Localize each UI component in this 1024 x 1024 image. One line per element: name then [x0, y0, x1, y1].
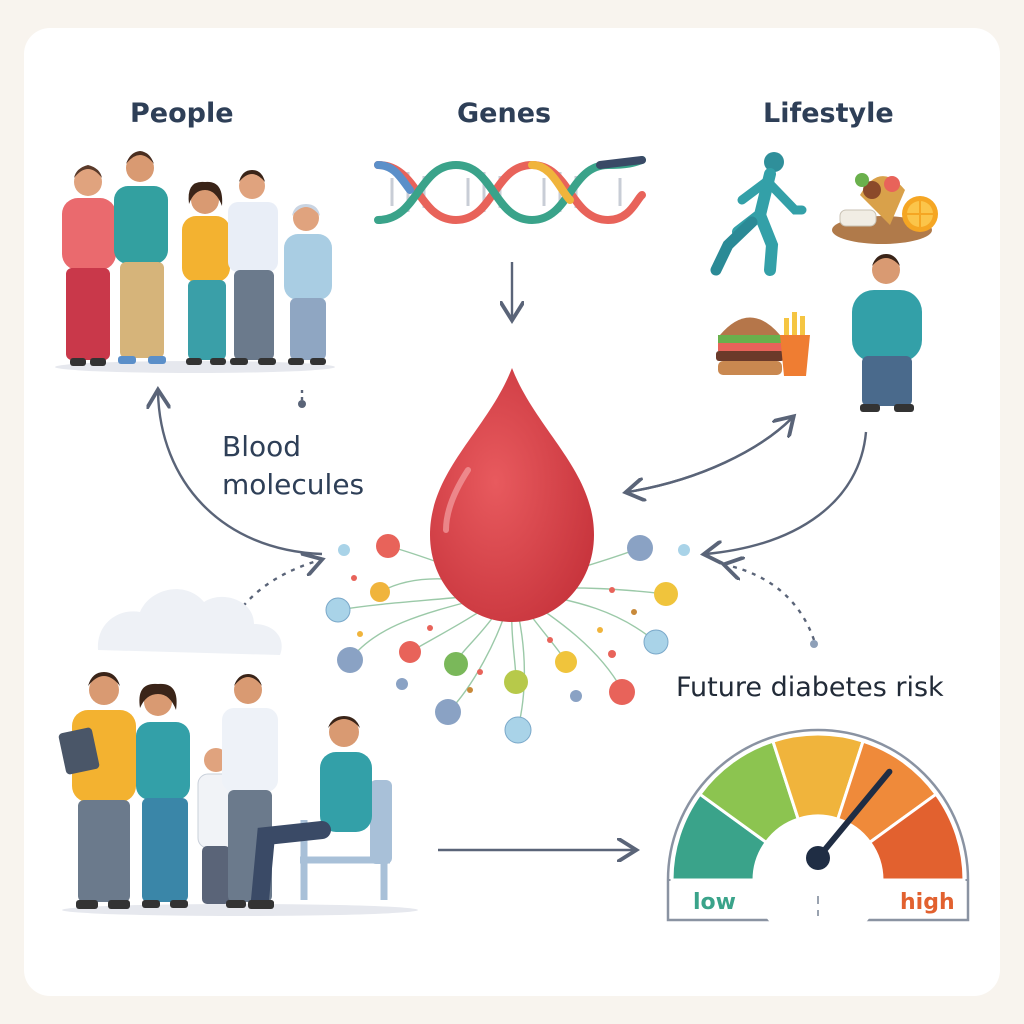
blood-drop-icon: [430, 368, 594, 622]
gauge-needle: [815, 768, 893, 861]
genes-label: Genes: [457, 98, 552, 129]
fries-icon: [780, 312, 810, 376]
cloud-icon: [97, 589, 282, 655]
person-figure: [62, 165, 116, 366]
person-figure: [114, 151, 168, 364]
person-figure: [228, 170, 278, 365]
people-group-icon: [55, 151, 335, 373]
person-figure: [284, 204, 332, 365]
people-label: People: [130, 98, 234, 129]
clinic-group-icon: [58, 672, 418, 916]
arrow-lifestyle-to-molecules: [706, 431, 868, 554]
connector-arrows: [158, 262, 868, 850]
arrow-risk-to-molecules: [726, 565, 816, 641]
arrow-lifestyle-two-way: [627, 418, 792, 494]
healthy-food-icon: [832, 173, 938, 244]
blood-label-line1: Blood: [222, 430, 302, 463]
runner-icon: [710, 152, 807, 276]
gauge-low-label: low: [693, 890, 736, 915]
gauge-high-label: high: [900, 890, 955, 915]
arrow-clinic-to-molecules: [220, 560, 320, 641]
lifestyle-label: Lifestyle: [763, 98, 894, 129]
arrow-blood-to-people: [158, 392, 323, 556]
blood-label-line2: molecules: [222, 468, 365, 501]
burger-icon: [716, 317, 784, 375]
person-icon: [852, 254, 922, 412]
blood-molecules-label: Blood molecules: [222, 428, 364, 504]
diabetes-risk-label: Future diabetes risk: [676, 672, 944, 703]
gauge-icon: [666, 728, 970, 944]
dna-helix-icon: [374, 156, 646, 225]
person-figure: [182, 181, 230, 365]
